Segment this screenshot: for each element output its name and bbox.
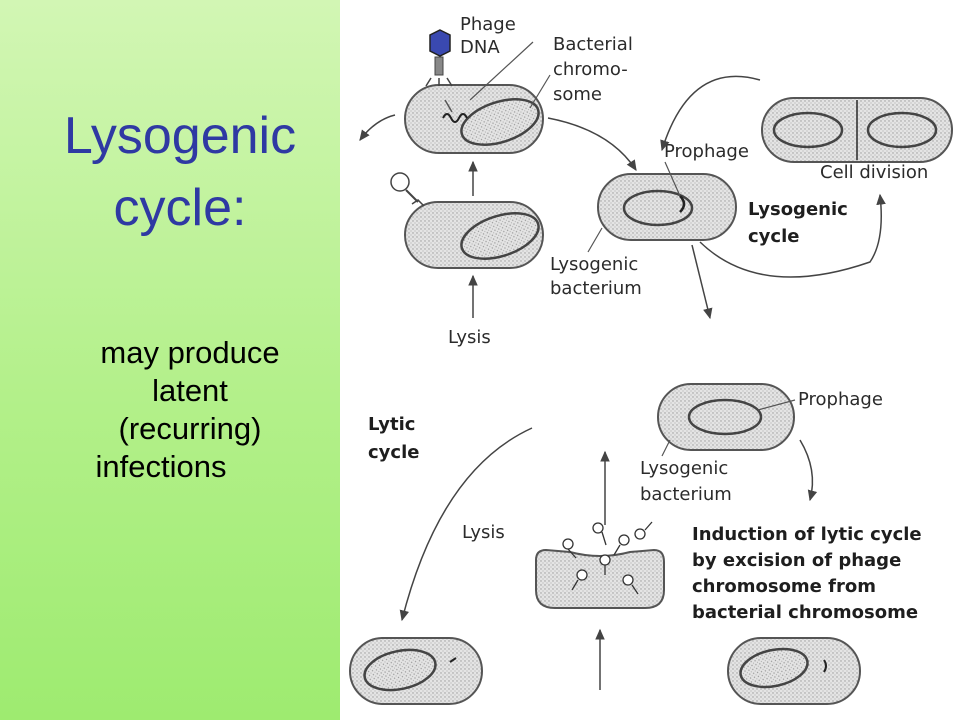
title-line-1: Lysogenic bbox=[63, 107, 297, 165]
phage-dna-strand bbox=[442, 113, 468, 123]
bottom-left-bacterium bbox=[349, 637, 483, 705]
label-induction-1: Induction of lytic cycle bbox=[692, 524, 922, 545]
slide-title: Lysogenic cycle: bbox=[20, 100, 340, 244]
label-lytic-cycle-1: Lytic bbox=[368, 414, 415, 435]
label-induction-3: chromosome from bbox=[692, 576, 876, 597]
slide-body: may produce latent (recurring) infection… bbox=[40, 334, 340, 486]
label-lysogenic-cycle-2: cycle bbox=[748, 226, 799, 247]
label-prophage-top: Prophage bbox=[664, 141, 749, 162]
infected-bacterium bbox=[404, 84, 544, 154]
phage-icon bbox=[425, 29, 453, 87]
dividing-cell bbox=[761, 97, 953, 163]
body-line-2: latent bbox=[152, 373, 228, 408]
body-line-3: (recurring) bbox=[118, 411, 262, 446]
label-lysogenic-cycle-1: Lysogenic bbox=[748, 199, 848, 220]
lysogenic-bacterium-top bbox=[597, 173, 737, 241]
lysogenic-bacterium-bottom bbox=[657, 383, 795, 451]
label-chromo: chromo- bbox=[553, 59, 628, 80]
label-lysogenic-bacterium-bottom-2: bacterium bbox=[640, 484, 732, 505]
label-lysogenic-bacterium-top-1: Lysogenic bbox=[550, 254, 638, 275]
label-bacterial: Bacterial bbox=[553, 34, 633, 55]
title-line-2: cycle: bbox=[113, 179, 247, 237]
label-induction-4: bacterial chromosome bbox=[692, 602, 918, 623]
body-line-1: may produce bbox=[100, 335, 280, 370]
body-line-4: infections bbox=[95, 449, 227, 484]
attaching-bacterium bbox=[404, 201, 544, 269]
attaching-phage-icon bbox=[390, 172, 425, 207]
lysing-cell bbox=[535, 521, 665, 609]
label-phage: Phage bbox=[460, 14, 516, 35]
label-lysis-bottom: Lysis bbox=[462, 522, 505, 543]
label-some: some bbox=[553, 84, 602, 105]
label-induction-2: by excision of phage bbox=[692, 550, 901, 571]
left-panel: Lysogenic cycle: may produce latent (rec… bbox=[0, 0, 340, 720]
label-cell-division: Cell division bbox=[820, 162, 928, 183]
label-dna: DNA bbox=[460, 37, 500, 58]
label-lysogenic-bacterium-bottom-1: Lysogenic bbox=[640, 458, 728, 479]
lysogenic-lytic-diagram: Phage DNA Bacterial chromo- some Lysis P bbox=[340, 0, 960, 720]
label-prophage-bottom: Prophage bbox=[798, 389, 883, 410]
label-lysogenic-bacterium-top-2: bacterium bbox=[550, 278, 642, 299]
label-lysis-top: Lysis bbox=[448, 327, 491, 348]
label-lytic-cycle-2: cycle bbox=[368, 442, 419, 463]
bottom-right-bacterium bbox=[727, 637, 861, 705]
